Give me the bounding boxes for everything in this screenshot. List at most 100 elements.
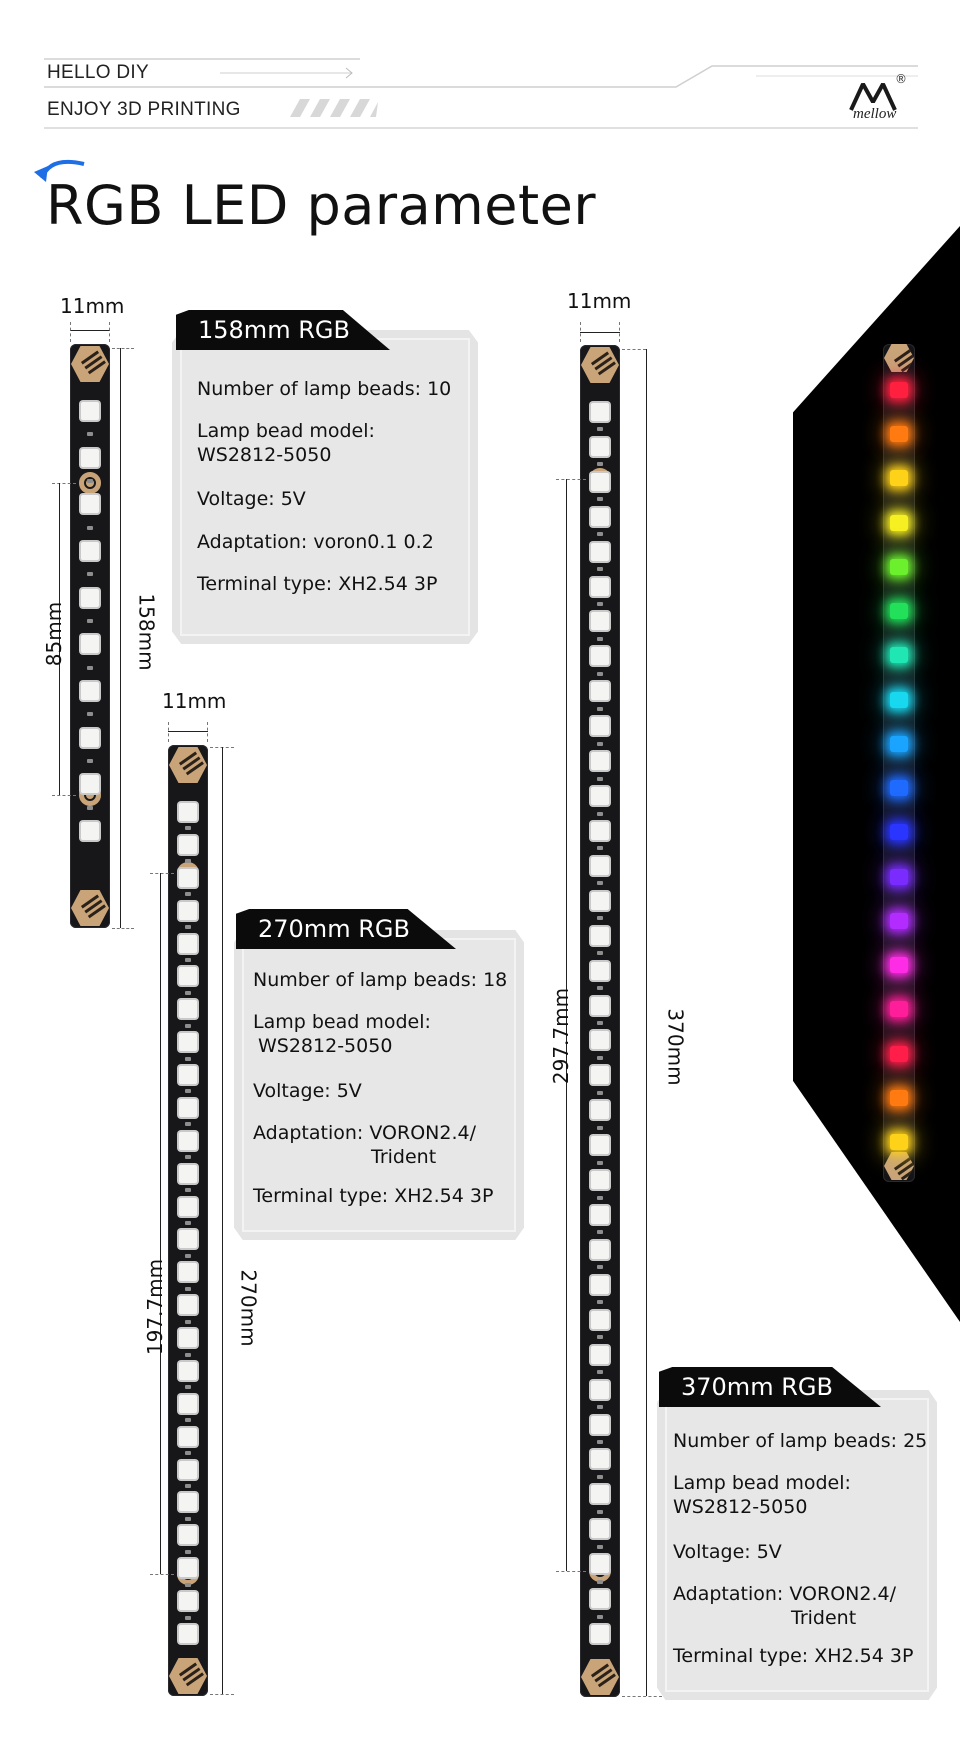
strip-270-width-label: 11mm [162, 689, 227, 713]
led-bead [591, 1240, 609, 1259]
led-bead [591, 856, 609, 875]
led-pad [597, 986, 603, 991]
strip-370-length-line [646, 349, 647, 1696]
led-pad [597, 811, 603, 816]
spec-370-adaptation-value: VORON2.4/ [789, 1583, 896, 1605]
spec-158-voltage-value: 5V [280, 488, 306, 510]
glowing-led-bead [890, 382, 908, 398]
glowing-led-bead [890, 1045, 908, 1062]
spec-270-adaptation-value: VORON2.4/ [369, 1122, 476, 1144]
header: HELLO DIY ENJOY 3D PRINTING mellow ® [0, 0, 960, 140]
spec-158-model: Lamp bead model: WS2812-5050 [197, 420, 375, 468]
spec-158-terminal: Terminal type: XH2.54 3P [197, 573, 437, 597]
spec-270-model-label: Lamp bead model: [253, 1011, 431, 1033]
spec-370-model-label: Lamp bead model: [673, 1472, 851, 1494]
led-bead [179, 868, 197, 887]
glowing-led-bead [890, 824, 908, 841]
spec-370-model-value: WS2812-5050 [673, 1495, 808, 1518]
spec-158-beads-label: Number of lamp beads: [197, 378, 422, 400]
spec-158-voltage: Voltage: 5V [197, 488, 306, 512]
led-pad [597, 1439, 603, 1444]
led-pad [597, 916, 603, 921]
strip-270-bottom-connector [169, 1658, 207, 1694]
led-pad [597, 1195, 603, 1200]
led-bead [591, 961, 609, 980]
spec-card-158-inner [180, 338, 470, 636]
led-pad [597, 1055, 603, 1060]
strip-370-hole-spacing-label: 297.7mm [549, 987, 574, 1085]
spec-270-voltage: Voltage: 5V [253, 1080, 362, 1104]
registered-mark: ® [895, 72, 907, 86]
spec-370-voltage: Voltage: 5V [673, 1541, 782, 1565]
led-pad [597, 846, 603, 851]
spec-158-terminal-value: XH2.54 3P [338, 573, 438, 595]
led-bead [591, 507, 609, 526]
strip-370-length-label: 370mm [663, 1008, 688, 1086]
strip-370-top-connector [581, 347, 619, 383]
glowing-led-strip [883, 344, 915, 1182]
glowing-led-bead [890, 647, 908, 664]
led-pad [185, 1385, 191, 1390]
mellow-logo: mellow ® [845, 72, 907, 126]
led-pad [597, 427, 603, 432]
strip-270-length-line [222, 747, 223, 1694]
led-bead [179, 1394, 197, 1413]
strip-158-width-line [70, 330, 110, 331]
led-bead [179, 1296, 197, 1315]
led-pad [597, 462, 603, 467]
strip-370-length-guide-bottom [622, 1696, 662, 1697]
strip-158-bottom-connector [71, 890, 109, 926]
glowing-led-bead [890, 603, 908, 620]
led-bead [179, 901, 197, 920]
mellow-logo-icon [849, 83, 897, 111]
spec-card-270 [234, 930, 524, 1240]
spec-270-terminal-label: Terminal type: [253, 1185, 389, 1207]
spec-card-370-inner [665, 1398, 929, 1692]
led-pad [185, 1122, 191, 1127]
led-bead [591, 1031, 609, 1050]
led-bead [179, 1361, 197, 1380]
led-bead [179, 1427, 197, 1446]
led-pad [597, 706, 603, 711]
led-bead [81, 495, 99, 514]
led-pad [185, 1188, 191, 1193]
led-pad [597, 1300, 603, 1305]
led-pad [185, 1418, 191, 1423]
led-pad [597, 741, 603, 746]
led-bead [179, 1526, 197, 1545]
strip-270-hole-spacing-label: 197.7mm [143, 1258, 168, 1356]
led-bead [179, 1098, 197, 1117]
led-pad [185, 990, 191, 995]
strip-270-length-label: 270mm [236, 1269, 261, 1347]
led-pad [87, 432, 93, 437]
glowing-led-bead [890, 957, 908, 974]
strip-370-width-line [580, 332, 620, 333]
spec-370-beads: Number of lamp beads: 25 [673, 1430, 927, 1454]
led-bead [179, 1033, 197, 1052]
led-bead [179, 1559, 197, 1578]
glowing-led-bead [890, 868, 908, 885]
glowing-led-bead [890, 514, 908, 531]
led-pad [597, 497, 603, 502]
led-bead [179, 803, 197, 821]
spec-card-270-title: 270mm RGB [236, 909, 456, 949]
spec-270-voltage-label: Voltage: [253, 1080, 331, 1102]
led-pad [597, 951, 603, 956]
led-pad [87, 525, 93, 530]
strip-370-width-guide-right [619, 322, 620, 342]
spec-270-model: Lamp bead model: WS2812-5050 [253, 1011, 431, 1059]
led-pad [185, 1089, 191, 1094]
led-pad [597, 1125, 603, 1130]
glowing-led-bead [890, 1134, 908, 1150]
led-strip-270 [168, 745, 208, 1696]
led-pad [597, 1090, 603, 1095]
strip-270-top-connector [169, 747, 207, 783]
strip-270-length-guide-bottom [210, 1694, 234, 1695]
spec-158-adaptation: Adaptation: voron0.1 0.2 [197, 531, 434, 555]
strip-270-hole-guide-bottom [150, 1574, 174, 1575]
spec-158-beads-value: 10 [427, 378, 452, 400]
glowing-led-bead [890, 691, 908, 708]
spec-270-terminal: Terminal type: XH2.54 3P [253, 1185, 493, 1209]
led-bead [179, 1131, 197, 1150]
header-enjoy-3d-printing: ENJOY 3D PRINTING [47, 99, 241, 120]
